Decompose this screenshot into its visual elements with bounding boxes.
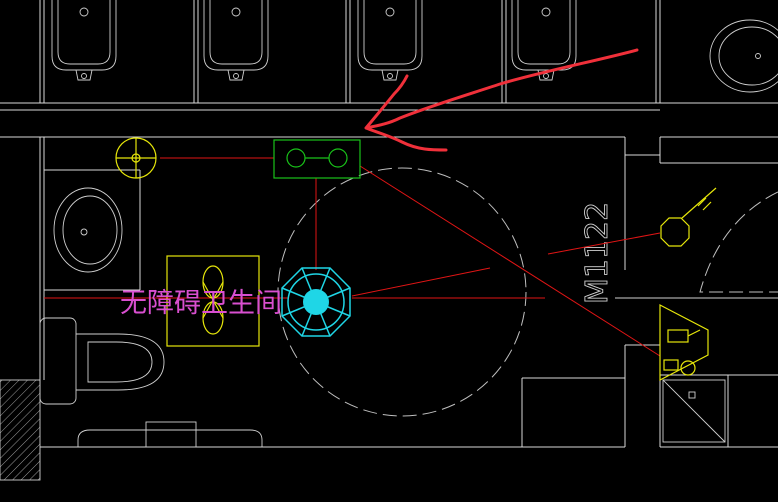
door-swing xyxy=(615,191,778,299)
wall-hung-fixture-icon xyxy=(659,304,709,381)
shower-tray-icon xyxy=(662,379,726,443)
urinal-stalls xyxy=(0,0,778,111)
hatched-column xyxy=(0,379,41,481)
urinal-1-icon xyxy=(51,0,117,81)
accessible-toilet-walls xyxy=(0,136,778,448)
door-tag: M1122 xyxy=(580,202,615,304)
cleanout-fitting-icon xyxy=(273,139,361,179)
urinal-3-icon xyxy=(357,0,423,81)
annotation-arrow xyxy=(364,48,639,152)
urinal-2-icon xyxy=(203,0,269,81)
drain-pipes xyxy=(44,157,661,357)
urinal-4-icon xyxy=(511,0,577,81)
wheelchair-turning-circle xyxy=(277,167,527,417)
squat-pan-icon xyxy=(166,255,260,347)
floor-drain-icon xyxy=(115,137,157,179)
main-floor-drain-icon xyxy=(281,267,351,337)
grab-bar-bench xyxy=(77,421,263,448)
washbasin-icon xyxy=(53,187,123,273)
room-label: 无障碍卫生间 xyxy=(120,288,282,319)
top-right-washbasin-icon xyxy=(660,19,778,104)
vent-cap-icon xyxy=(660,187,717,247)
toilet-bowl-icon xyxy=(39,317,165,405)
